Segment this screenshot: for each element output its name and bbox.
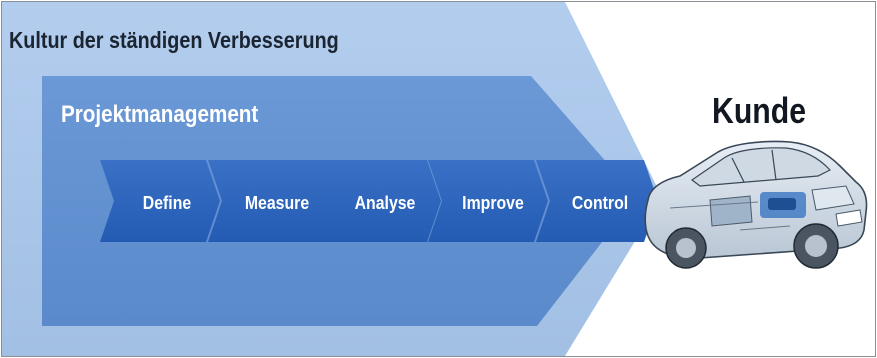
project-management-title: Projektmanagement <box>61 101 259 128</box>
car-icon <box>644 140 868 269</box>
chevron-control <box>536 160 658 242</box>
step-analyse: Analyse <box>354 193 416 213</box>
step-define: Define <box>142 193 192 213</box>
step-control: Control <box>571 193 629 213</box>
step-measure: Measure <box>244 193 310 213</box>
culture-title: Kultur der ständigen Verbesserung <box>9 27 339 53</box>
chevron-measure <box>208 160 334 242</box>
chevron-improve <box>428 160 548 242</box>
chevron-analyse <box>319 160 441 242</box>
chevron-define <box>100 160 220 242</box>
step-improve: Improve <box>462 193 524 213</box>
customer-title: Kunde <box>712 90 807 131</box>
